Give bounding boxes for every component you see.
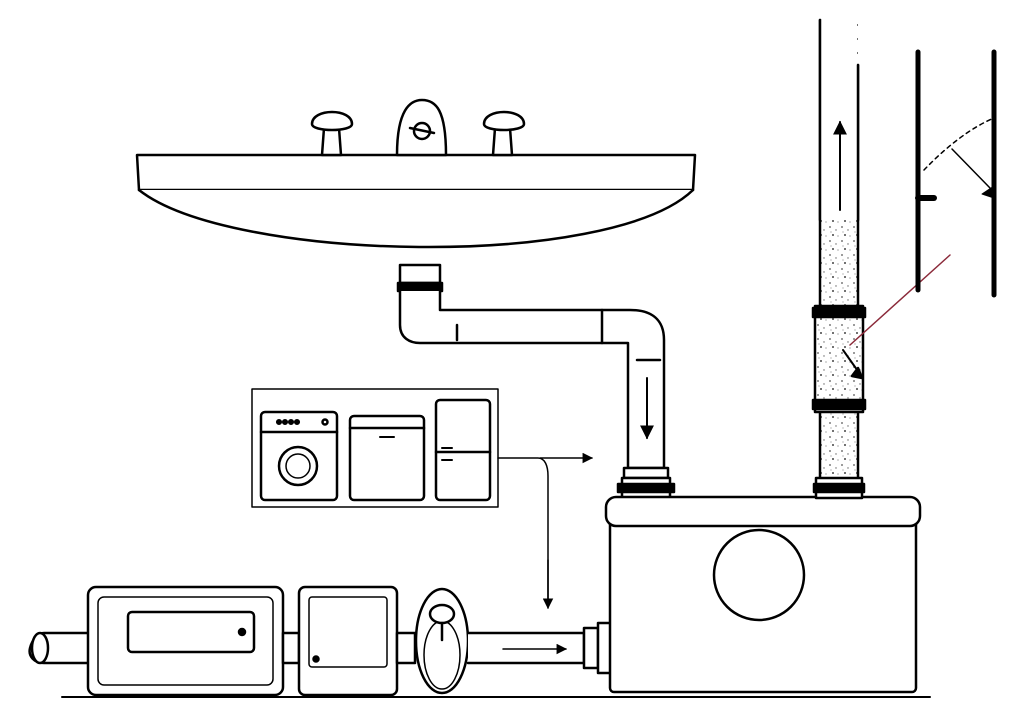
bath-to-shower-connector bbox=[281, 631, 301, 665]
shower-tray-icon bbox=[297, 585, 399, 697]
refrigerator-icon bbox=[434, 398, 492, 502]
bottom-inlet-pipe bbox=[28, 631, 92, 665]
faucet-icon bbox=[395, 98, 448, 157]
sink bbox=[135, 153, 697, 249]
dishwasher-icon bbox=[348, 414, 426, 502]
pump-unit bbox=[604, 495, 922, 694]
sink-drain-pipe bbox=[396, 263, 676, 500]
valve-callout-line bbox=[849, 254, 951, 346]
check-valve-icon bbox=[811, 304, 867, 414]
appliance-drain-line bbox=[497, 457, 549, 606]
right-tap-handle-icon bbox=[482, 110, 526, 157]
bottom-main-pipe bbox=[466, 621, 614, 675]
left-tap-handle-icon bbox=[310, 110, 354, 157]
bathtub-icon bbox=[86, 585, 285, 697]
check-valve-detail-icon bbox=[915, 49, 997, 298]
washing-machine-icon bbox=[259, 410, 339, 502]
shower-to-toilet-connector bbox=[395, 631, 417, 665]
toilet-icon bbox=[414, 587, 470, 695]
